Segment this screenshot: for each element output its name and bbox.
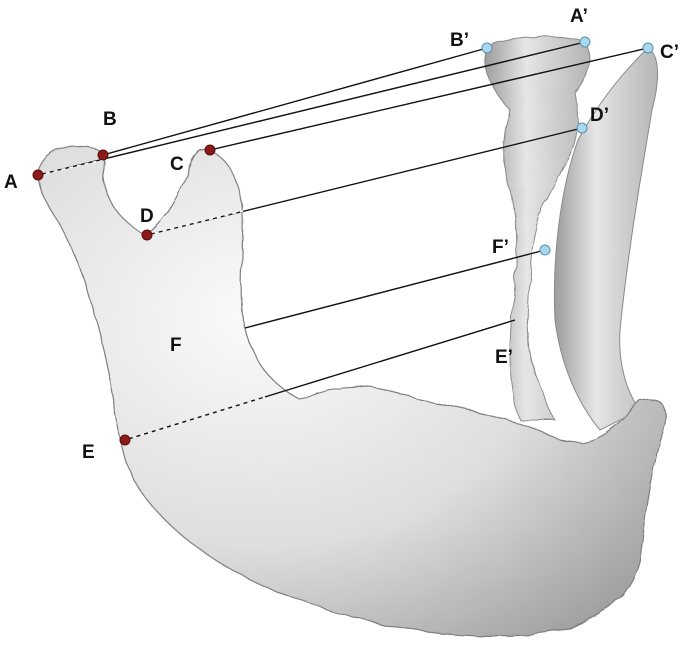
point-A	[32, 169, 44, 181]
label-D: D	[140, 206, 154, 227]
point-B	[97, 149, 109, 161]
labels: A B C D F E A’ B’ C’ D’ F’ E’	[4, 6, 679, 463]
point-Cprime	[642, 42, 654, 54]
mandible-body	[37, 144, 667, 637]
point-Bprime	[481, 42, 493, 54]
point-D	[141, 229, 153, 241]
label-E: E	[82, 442, 95, 463]
label-Aprime: A’	[570, 6, 588, 27]
line-E-Eprime	[124, 319, 516, 441]
label-A: A	[4, 172, 18, 193]
dash-A	[37, 159, 104, 176]
right-landmarks	[481, 36, 654, 256]
point-Fprime	[539, 244, 551, 256]
dash-E	[124, 396, 266, 441]
line-F-Fprime	[244, 249, 546, 329]
correspondence-lines	[37, 41, 649, 441]
left-landmarks	[32, 144, 216, 446]
line-A-Aprime	[37, 41, 586, 176]
point-Dprime	[576, 122, 588, 134]
point-C	[204, 144, 216, 156]
label-Fprime: F’	[492, 237, 509, 258]
point-E	[119, 434, 131, 446]
label-C: C	[170, 154, 184, 175]
line-C-Cprime	[209, 47, 649, 151]
label-Dprime: D’	[590, 105, 609, 126]
label-Eprime: E’	[495, 347, 513, 368]
label-Cprime: C’	[660, 42, 679, 63]
label-Bprime: B’	[450, 30, 469, 51]
far-ramus	[484, 35, 659, 431]
line-B-Bprime	[102, 47, 488, 156]
point-Aprime	[579, 36, 591, 48]
label-B: B	[103, 109, 117, 130]
label-F: F	[170, 335, 182, 356]
dash-D	[146, 210, 244, 236]
